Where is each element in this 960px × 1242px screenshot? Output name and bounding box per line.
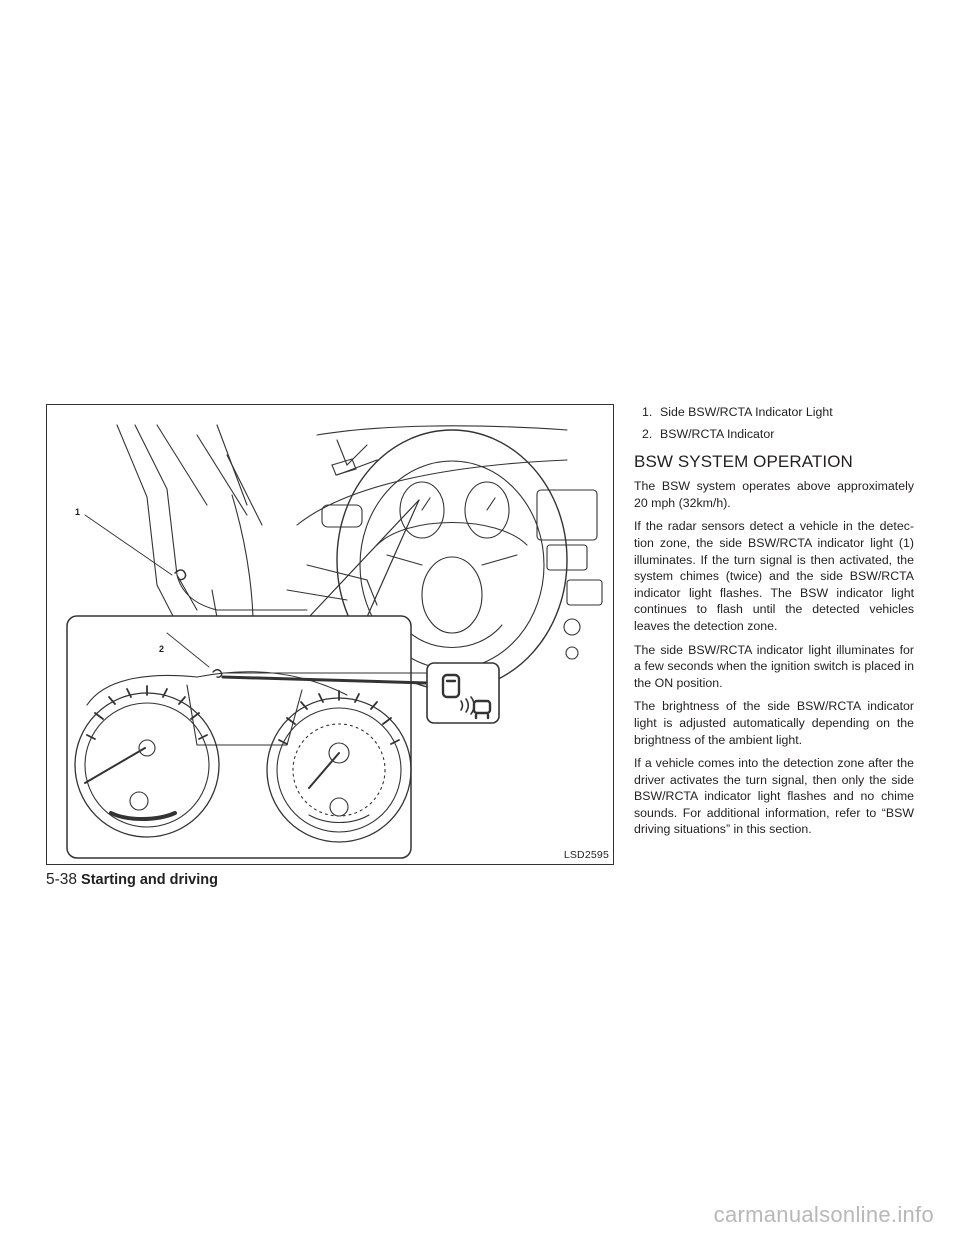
paragraph: The BSW system operates above approximat…	[634, 479, 914, 510]
callout-2: 2	[159, 644, 165, 654]
figure-code: LSD2595	[563, 849, 609, 861]
paragraph: The brightness of the side BSW/RCTA indi…	[634, 699, 914, 747]
bsw-illustration: 1 2 LSD2595	[46, 404, 614, 865]
dashboard-line-drawing	[66, 424, 603, 859]
chapter-title: Starting and driving	[81, 872, 218, 888]
text-column: 1.Side BSW/RCTA Indicator Light 2.BSW/RC…	[634, 404, 914, 845]
callout-1: 1	[75, 507, 81, 517]
legend-item: 2.BSW/RCTA Indicator	[642, 426, 775, 441]
paragraph: If the radar sensors detect a vehicle in…	[634, 519, 914, 633]
bsw-indicator-icon	[441, 673, 492, 720]
section-title: BSW SYSTEM OPERATION	[634, 452, 853, 472]
paragraph: If a vehicle comes into the detection zo…	[634, 756, 914, 837]
watermark: carmanualsonline.info	[713, 1202, 934, 1227]
page-number: 5-38	[46, 871, 78, 888]
legend-item: 1.Side BSW/RCTA Indicator Light	[642, 405, 833, 419]
paragraph: The side BSW/RCTA indicator light illumi…	[634, 642, 914, 690]
figure-legend: 1.Side BSW/RCTA Indicator Light 2.BSW/RC…	[634, 404, 914, 442]
